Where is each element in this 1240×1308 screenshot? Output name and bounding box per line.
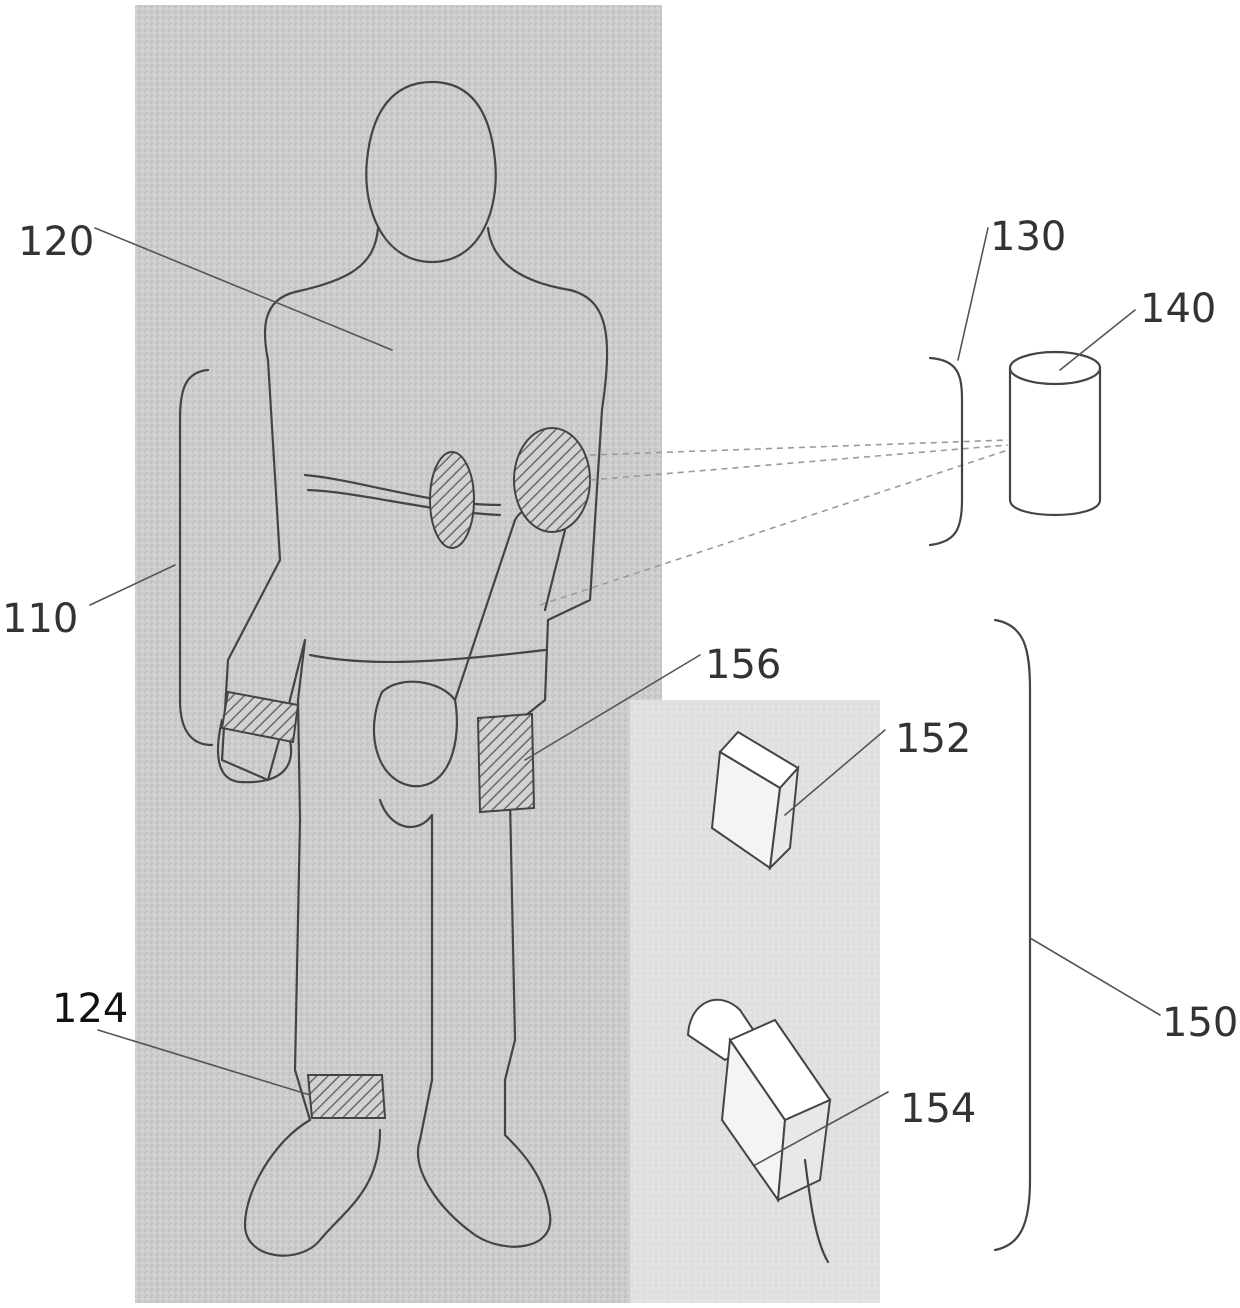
label-152: 152	[895, 716, 971, 762]
bracket-150	[995, 620, 1030, 1250]
camera-cylinder	[1010, 310, 1135, 515]
ankle-band	[308, 1075, 385, 1118]
label-120: 120	[18, 219, 94, 265]
label-154: 154	[900, 1086, 976, 1132]
label-140: 140	[1140, 286, 1216, 332]
chest-sensor-right	[514, 428, 590, 532]
label-130: 130	[990, 214, 1066, 260]
label-156: 156	[705, 642, 781, 688]
label-124: 124	[52, 986, 128, 1032]
pocket-device	[478, 714, 534, 812]
label-150: 150	[1162, 1000, 1238, 1046]
person-panel	[135, 5, 662, 1303]
label-110: 110	[2, 596, 78, 642]
chest-sensor-left	[430, 452, 474, 548]
